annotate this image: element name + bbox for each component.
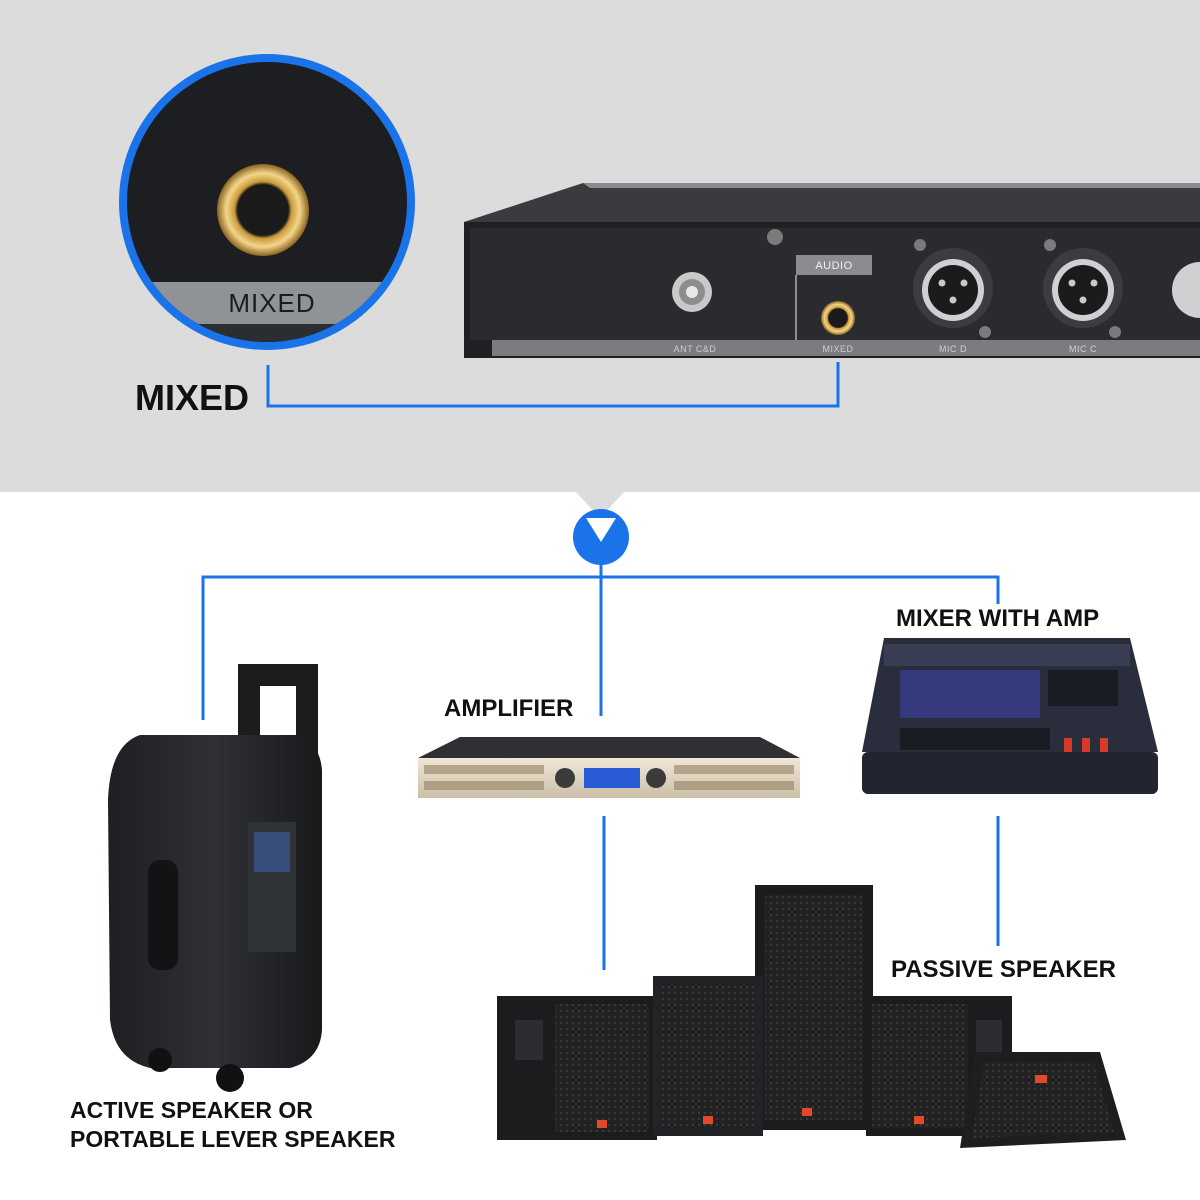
active-speaker-label-line1: ACTIVE SPEAKER OR [70, 1097, 313, 1123]
passive-speaker-group [497, 885, 1126, 1148]
amplifier-device [418, 737, 800, 798]
zoom-callout: MIXED [119, 54, 415, 350]
speaker-cabinet-center [653, 976, 763, 1136]
port-label-mixed: MIXED [822, 344, 853, 354]
mixed-callout-label: MIXED [135, 377, 249, 418]
stage-monitor [960, 1052, 1126, 1148]
xlr-connector-mic-c [1043, 248, 1123, 328]
speaker-cabinet-tall [755, 885, 873, 1130]
port-label-mic-c: MIC C [1069, 344, 1097, 354]
mixer-device [862, 638, 1158, 794]
callout-line [266, 362, 840, 408]
pointer-notch [576, 492, 624, 518]
distribution-lines [201, 560, 1000, 970]
xlr-connector-mic-d [913, 248, 993, 328]
mixed-jack-closeup [217, 164, 309, 256]
active-speaker [108, 664, 322, 1092]
mixed-jack [821, 301, 855, 335]
passive-speaker-label: PASSIVE SPEAKER [891, 956, 1116, 983]
port-label-mic-d: MIC D [939, 344, 967, 354]
zoom-mixed-label: MIXED [228, 288, 315, 318]
mixer-label: MIXER WITH AMP [896, 605, 1099, 632]
hub-node [573, 509, 629, 565]
audio-section-label: AUDIO [815, 260, 852, 272]
speaker-cabinet-left [497, 996, 657, 1140]
amplifier-label: AMPLIFIER [444, 695, 573, 722]
port-label-ant: ANT C&D [674, 344, 717, 354]
active-speaker-label-line2: PORTABLE LEVER SPEAKER [70, 1126, 396, 1152]
receiver-rear-panel: AUDIO [464, 183, 1200, 358]
antenna-connector [672, 272, 712, 312]
audio-label-plate [796, 255, 872, 275]
